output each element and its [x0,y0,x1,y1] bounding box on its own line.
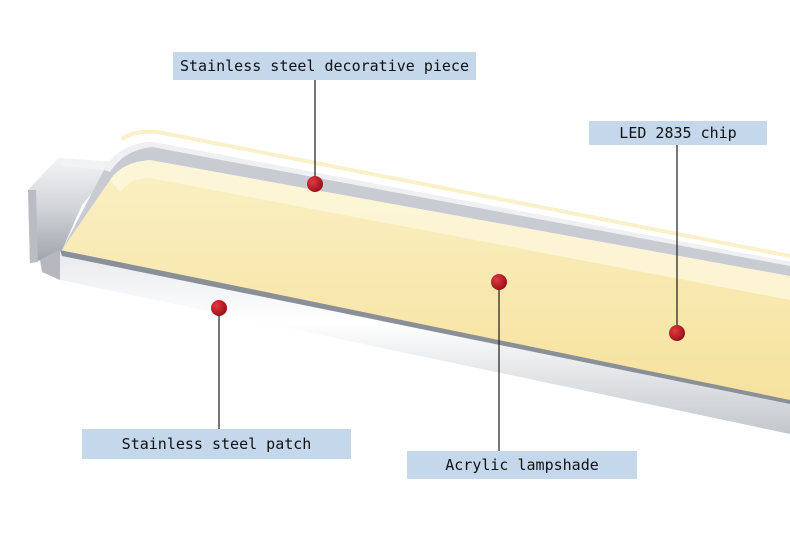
label-led-chip: LED 2835 chip [589,121,767,145]
steel-patch-strip [40,250,790,434]
steel-decorative-rim [62,129,790,276]
acrylic-lampshade-body [62,160,790,400]
marker-acrylic-lampshade [491,274,507,290]
label-acrylic-lampshade: Acrylic lampshade [407,451,637,479]
marker-decorative-piece [307,176,323,192]
label-steel-patch: Stainless steel patch [82,429,351,459]
label-decorative-piece: Stainless steel decorative piece [173,52,476,80]
marker-steel-patch [211,300,227,316]
marker-led-chip [669,325,685,341]
